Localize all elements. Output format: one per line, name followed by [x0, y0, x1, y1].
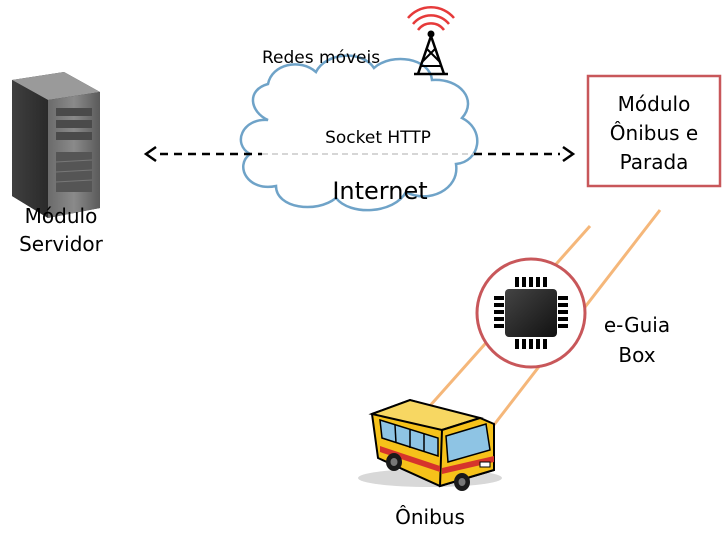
bus-icon [358, 398, 502, 491]
arrowhead-left [143, 145, 157, 163]
eguia-label-line1: e-Guia [603, 313, 671, 337]
server-module-label: Módulo Servidor [0, 202, 122, 258]
socket-http-label: Socket HTTP [325, 128, 431, 148]
bus-stop-label-line1: Módulo [617, 92, 691, 116]
bus-stop-label-line2: Ônibus e [609, 121, 699, 145]
eguia-box-node [475, 257, 587, 369]
server-label-line1: Módulo [24, 204, 98, 228]
server-label-line2: Servidor [19, 232, 103, 256]
bus-stop-module-box [586, 74, 722, 188]
cell-tower-icon [407, 6, 455, 76]
bus-stop-module-label: Módulo Ônibus e Parada [588, 90, 720, 177]
eguia-label-line2: Box [618, 343, 656, 367]
cloud-icon [239, 54, 479, 212]
http-socket-arrow [143, 145, 576, 163]
mobile-networks-label: Redes móveis [262, 48, 381, 68]
bus-label: Ônibus [395, 505, 465, 529]
bus-stop-label-line3: Parada [619, 150, 689, 174]
arrowhead-right [562, 145, 576, 163]
eguia-box-label: e-Guia Box [592, 310, 682, 370]
internet-label: Internet [332, 177, 428, 205]
microchip-icon [494, 277, 568, 349]
server-tower-icon [12, 72, 100, 218]
